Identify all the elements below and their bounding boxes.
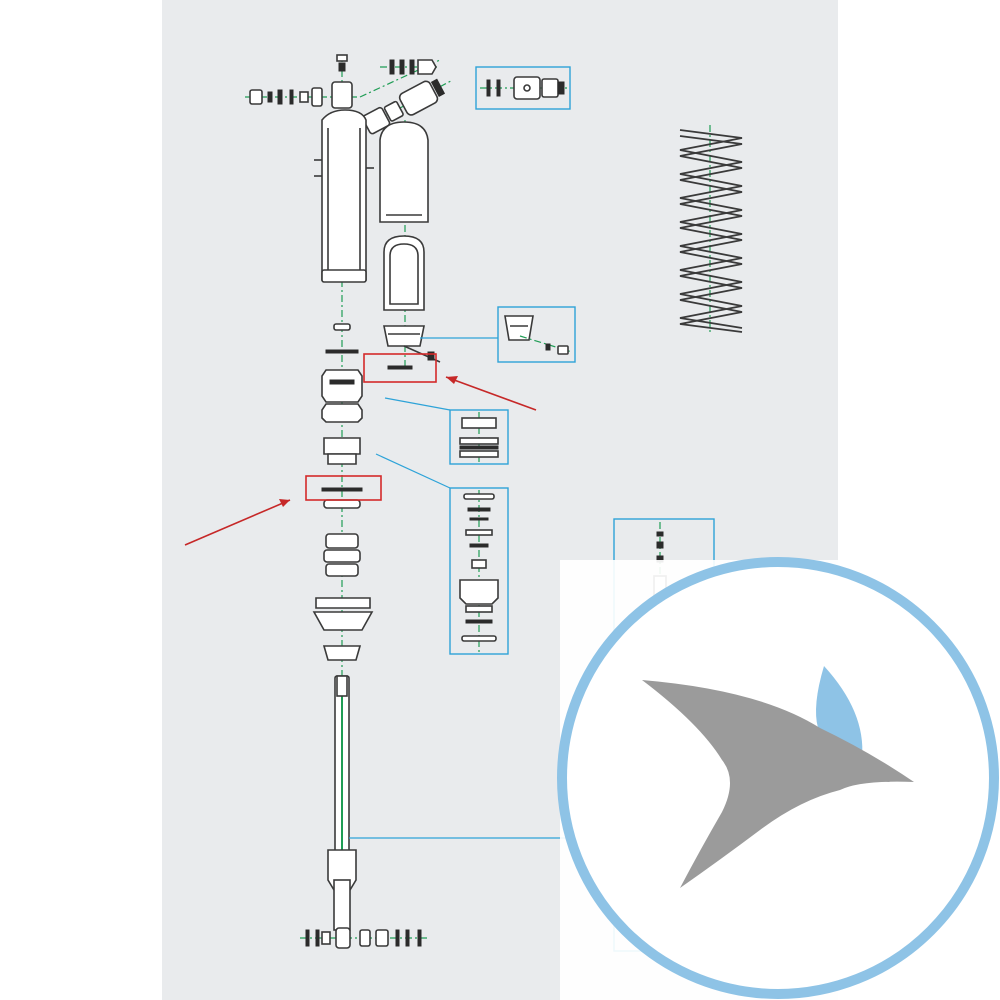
valve-detail-callout <box>475 66 571 110</box>
reservoir-cap <box>379 120 429 370</box>
shaft-stack <box>312 323 374 661</box>
shock-body <box>314 109 374 283</box>
reservoir-piston-callout <box>420 306 576 363</box>
top-mount-assembly <box>245 54 360 109</box>
lower-seal-highlight <box>305 475 382 501</box>
coil-spring <box>679 125 743 335</box>
bottom-mount-assembly <box>300 927 430 949</box>
bearing-detail-callout <box>384 397 509 465</box>
bird-logo-icon <box>557 557 1000 1000</box>
red-arrow-icon <box>445 376 537 411</box>
piston-stack-callout <box>375 453 509 655</box>
angled-connector <box>359 78 454 135</box>
damper-shaft <box>327 675 357 931</box>
upper-seal-highlight <box>363 353 437 383</box>
reservoir-connector-parts <box>359 59 441 98</box>
red-arrow-icon-lower <box>184 499 291 546</box>
reservoir-tube <box>383 235 425 311</box>
